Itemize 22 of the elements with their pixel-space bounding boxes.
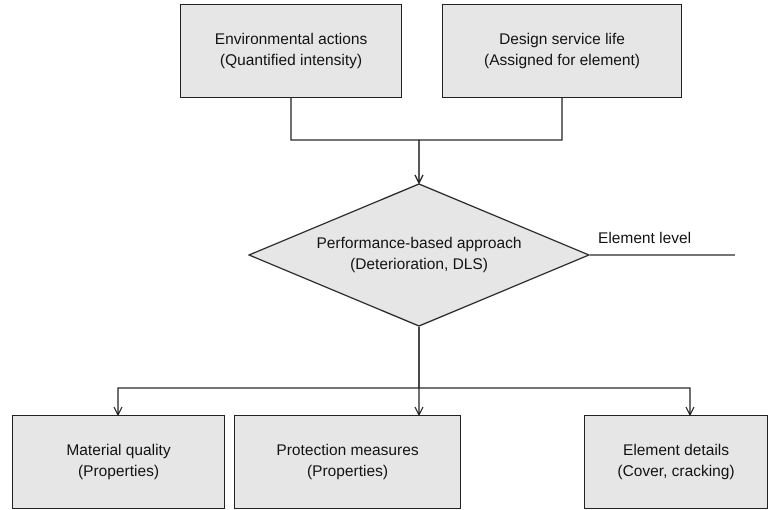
node-title: Protection measures [276,441,419,462]
decision-diamond [248,183,590,327]
node-subtitle: (Quantified intensity) [220,51,362,71]
node-title: Performance-based approach [316,234,522,254]
node-subtitle: (Deterioration, DLS) [350,255,488,275]
process-box [180,4,402,98]
arrow [418,327,695,416]
process-box [12,415,225,509]
node-title: Element details [623,441,729,462]
node-subtitle: (Cover, cracking) [617,462,735,482]
process-box [584,415,768,509]
node-title: Material quality [66,441,171,462]
node-subtitle: (Assigned for element) [484,51,640,71]
level-label: Element level [598,228,692,249]
node-subtitle: (Properties) [78,462,159,482]
process-box [234,415,461,509]
node-title: Environmental actions [214,30,368,50]
process-box [442,4,682,98]
node-title: Design service life [499,30,625,50]
node-subtitle: (Properties) [307,462,388,482]
connector-line [590,254,735,256]
arrow [414,98,563,184]
